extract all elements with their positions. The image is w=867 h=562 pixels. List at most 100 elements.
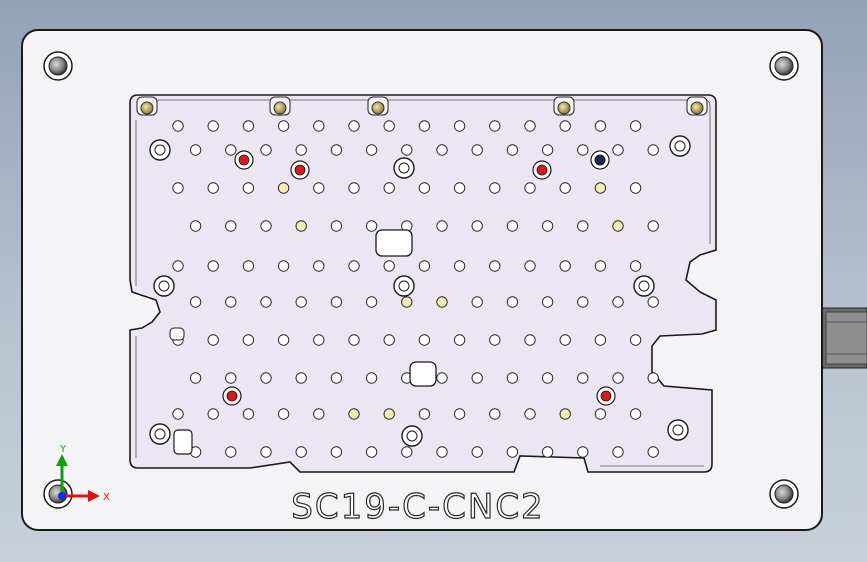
hole [453,408,466,420]
y-axis-label: Y [59,444,67,455]
ringed-hole-inner [674,140,686,152]
hole [207,334,219,346]
hole [594,182,607,194]
hole [207,182,219,194]
hole [541,144,554,156]
hole [295,144,307,156]
hole [524,260,536,272]
locating-pin [140,101,154,115]
hole [453,182,466,194]
hole [172,260,184,272]
hole [401,144,413,156]
hole [506,446,519,458]
hole [471,372,483,384]
hole [330,446,343,458]
ringed-hole-inner [672,424,684,436]
hole [489,182,501,194]
side-connector [821,307,867,369]
hole [629,408,642,420]
red-marker [238,154,250,166]
ringed-hole-inner [398,280,410,292]
hole [506,144,519,156]
ringed-hole-inner [154,428,166,440]
ringed-hole-inner [406,430,418,442]
hole [629,120,642,132]
hole [577,446,589,458]
locating-pin [690,101,704,115]
hole [453,120,466,132]
hole [647,372,659,384]
dark-marker [594,154,606,166]
hole [418,120,431,132]
ringed-hole-inner [154,144,166,156]
hole [524,120,536,132]
locating-pin [273,101,287,115]
hole [489,334,501,346]
hole [612,144,624,156]
hole [647,296,659,308]
hole [225,446,237,458]
hole [559,260,571,272]
center-slot-lower [409,361,437,387]
hole [506,220,519,232]
red-marker [600,390,612,402]
hole [489,120,501,132]
hole [559,334,571,346]
hole [295,296,307,308]
hole [365,144,378,156]
hole-grid [172,120,659,458]
hole [612,296,624,308]
hole [365,446,378,458]
center-slot-upper [375,229,413,257]
bolt-head [774,56,794,76]
hole [207,260,219,272]
hole [313,120,325,132]
hole [471,144,483,156]
hole [647,446,659,458]
hole [225,144,237,156]
hole [506,296,519,308]
hole [277,120,290,132]
hole [401,296,413,308]
red-marker [294,164,306,176]
hole [436,372,448,384]
fixture-features [43,51,799,509]
hole [524,408,536,420]
hole [541,296,554,308]
ringed-hole-inner [158,280,170,292]
hole [225,372,237,384]
hole [313,334,325,346]
hole [383,408,395,420]
hole [207,408,219,420]
hole [172,182,184,194]
hole [189,296,202,308]
hole [506,372,519,384]
hole [189,144,202,156]
hole [418,408,431,420]
hole [225,220,237,232]
hole [383,260,395,272]
hole [330,372,343,384]
hole [647,144,659,156]
hole [277,260,290,272]
bolt-head [48,56,68,76]
hole [330,144,343,156]
hole [471,296,483,308]
hole [365,296,378,308]
hole [242,182,255,194]
pocket-inner-edge [135,99,711,467]
hole [594,408,607,420]
hole [365,220,378,232]
hole [436,296,448,308]
hole [436,144,448,156]
hole [541,372,554,384]
hole [313,182,325,194]
hole [524,182,536,194]
z-axis-dot [58,492,66,500]
hole [260,144,272,156]
hole [471,220,483,232]
hole [453,334,466,346]
hole [348,334,360,346]
hole [207,120,219,132]
